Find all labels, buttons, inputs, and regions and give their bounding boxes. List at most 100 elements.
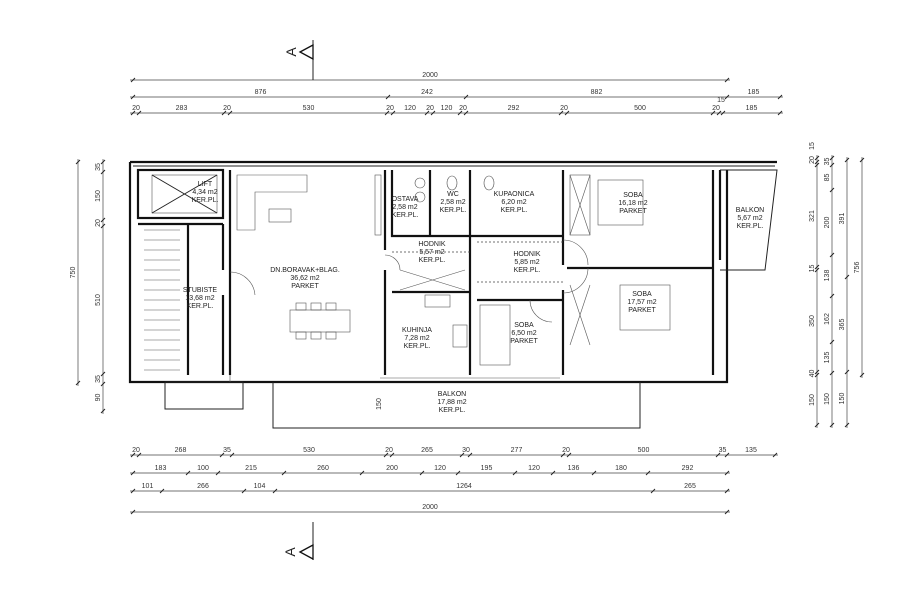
section-label-top: A [283, 47, 299, 57]
dimension-tick [130, 110, 136, 116]
dimension-value: 120 [528, 465, 540, 472]
dimension-tick [814, 422, 820, 428]
dimension-tick [645, 470, 651, 476]
dimension-value: 265 [421, 447, 433, 454]
room-name: SOBA [632, 291, 652, 298]
dimension-tick [859, 372, 865, 378]
dimension-tick [829, 339, 835, 345]
dimension-tick [130, 488, 136, 494]
room-name: LIFT [198, 181, 213, 188]
dimension-tick [777, 94, 783, 100]
room-name: HODNIK [513, 251, 541, 258]
dimension-value: 242 [421, 89, 433, 96]
dimension-tick [424, 110, 430, 116]
furniture [229, 174, 671, 366]
dimension-value: 20 [385, 447, 393, 454]
dimension-tick [383, 452, 389, 458]
dimension-value: 120 [441, 105, 453, 112]
dimension-tick [716, 110, 722, 116]
dimension-value: 185 [746, 105, 758, 112]
dimension-value: 510 [95, 294, 102, 306]
dimension-tick [467, 452, 473, 458]
dimension-tick [710, 110, 716, 116]
dimension-tick [100, 381, 106, 387]
dimension-value: 20 [386, 105, 394, 112]
room-floor: KER.PL. [392, 212, 419, 219]
dimension-tick [390, 110, 396, 116]
balcony-depth-label: 150 [376, 398, 383, 410]
room-floor: KER.PL. [419, 257, 446, 264]
dimension-value: 260 [317, 465, 329, 472]
dimension-value: 20 [132, 105, 140, 112]
dimension-tick [724, 452, 730, 458]
dimension-tick [829, 293, 835, 299]
dimension-value: 283 [176, 105, 188, 112]
room-floor: KER.PL. [501, 207, 528, 214]
room-floor: KER.PL. [439, 407, 466, 414]
dimension-value: 321 [809, 210, 816, 222]
dimension-tick [724, 94, 730, 100]
section-marker-bottom: A [282, 522, 314, 561]
dimension-value: 292 [508, 105, 520, 112]
dimension-value: 20 [809, 156, 816, 164]
dimension-value: 365 [839, 319, 846, 331]
dimension-tick [130, 94, 136, 100]
dimension-tick [829, 162, 835, 168]
dimension-tick [100, 371, 106, 377]
dimension-tick [221, 110, 227, 116]
dimension-tick [75, 380, 81, 386]
dimension-chain-right: 756 [854, 157, 865, 378]
room-floor: KER.PL. [192, 197, 219, 204]
dimension-tick [100, 159, 106, 165]
dimension-tick [130, 452, 136, 458]
dimension-value: 40 [809, 370, 816, 378]
room-name: KUPAONICA [494, 191, 535, 198]
room-area: 5,57 m2 [419, 249, 444, 256]
dimension-tick [844, 274, 850, 280]
dimension-tick [829, 370, 835, 376]
dimension-tick [512, 470, 518, 476]
room-floor: PARKET [619, 208, 647, 215]
dimension-tick [241, 488, 247, 494]
room-area: 2,58 m2 [440, 199, 465, 206]
dimension-tick [130, 509, 136, 515]
dimension-tick [459, 452, 465, 458]
dimension-tick [650, 488, 656, 494]
dimension-value: 500 [638, 447, 650, 454]
dimension-value: 350 [809, 315, 816, 327]
dimension-tick [272, 488, 278, 494]
room-floor: KER.PL. [440, 207, 467, 214]
room-floor: PARKET [510, 338, 538, 345]
dimension-value: 135 [745, 447, 757, 454]
dimension-value: 185 [748, 89, 760, 96]
room-name: KUHINJA [402, 327, 432, 334]
dimension-tick [389, 452, 395, 458]
dimension-value: 2000 [422, 504, 438, 511]
dimension-value: 101 [142, 483, 154, 490]
dimension-tick [591, 470, 597, 476]
dimension-tick [419, 470, 425, 476]
dimension-value: 85 [824, 174, 831, 182]
section-label-bottom: A [282, 547, 298, 557]
dimension-value: 138 [824, 270, 831, 282]
dimension-value: 100 [197, 465, 209, 472]
dimension-tick [724, 509, 730, 515]
dimension-value: 268 [175, 447, 187, 454]
dimension-chain-top: 2000 [130, 72, 730, 83]
dimension-value: 750 [70, 267, 77, 279]
dimension-tick [772, 452, 778, 458]
dimension-value: 200 [386, 465, 398, 472]
room-name: BALKON [736, 207, 764, 214]
